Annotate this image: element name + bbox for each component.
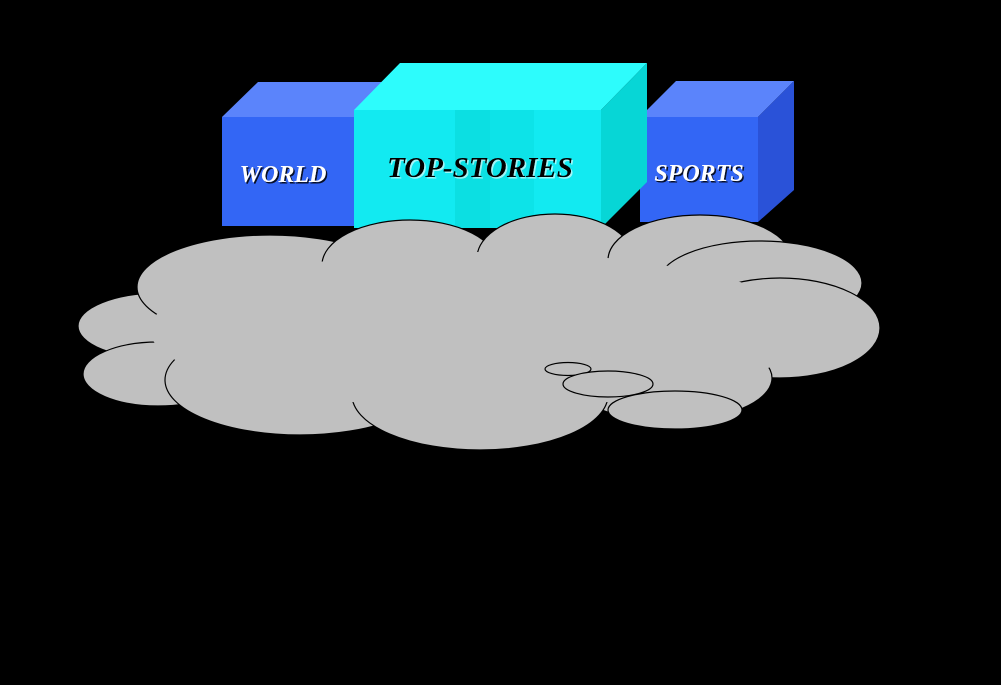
top-stories-box[interactable]: TOP-STORIES (354, 63, 647, 228)
top-stories-box-stripe (490, 110, 534, 228)
world-box-top-face (222, 82, 394, 117)
top-stories-box-stripe (455, 110, 490, 228)
world-box-front-face (222, 117, 358, 226)
cloud-icon (77, 213, 881, 451)
top-stories-label: TOP-STORIES (387, 152, 573, 184)
cloud-bubble (562, 370, 654, 398)
sports-box-side-face (758, 81, 794, 222)
sports-box[interactable]: SPORTS (640, 81, 794, 222)
sports-box-front-face (640, 117, 758, 222)
top-stories-box-side-face (601, 63, 647, 228)
sports-label: SPORTS (654, 161, 743, 187)
cloud-bubble (607, 390, 743, 430)
top-stories-box-top-face (354, 63, 647, 110)
cloud-bubble (544, 361, 592, 377)
sports-box-top-face (640, 81, 794, 117)
cloud-body (150, 252, 810, 408)
world-box[interactable]: WORLD (222, 82, 394, 226)
world-label: WORLD (240, 162, 327, 188)
